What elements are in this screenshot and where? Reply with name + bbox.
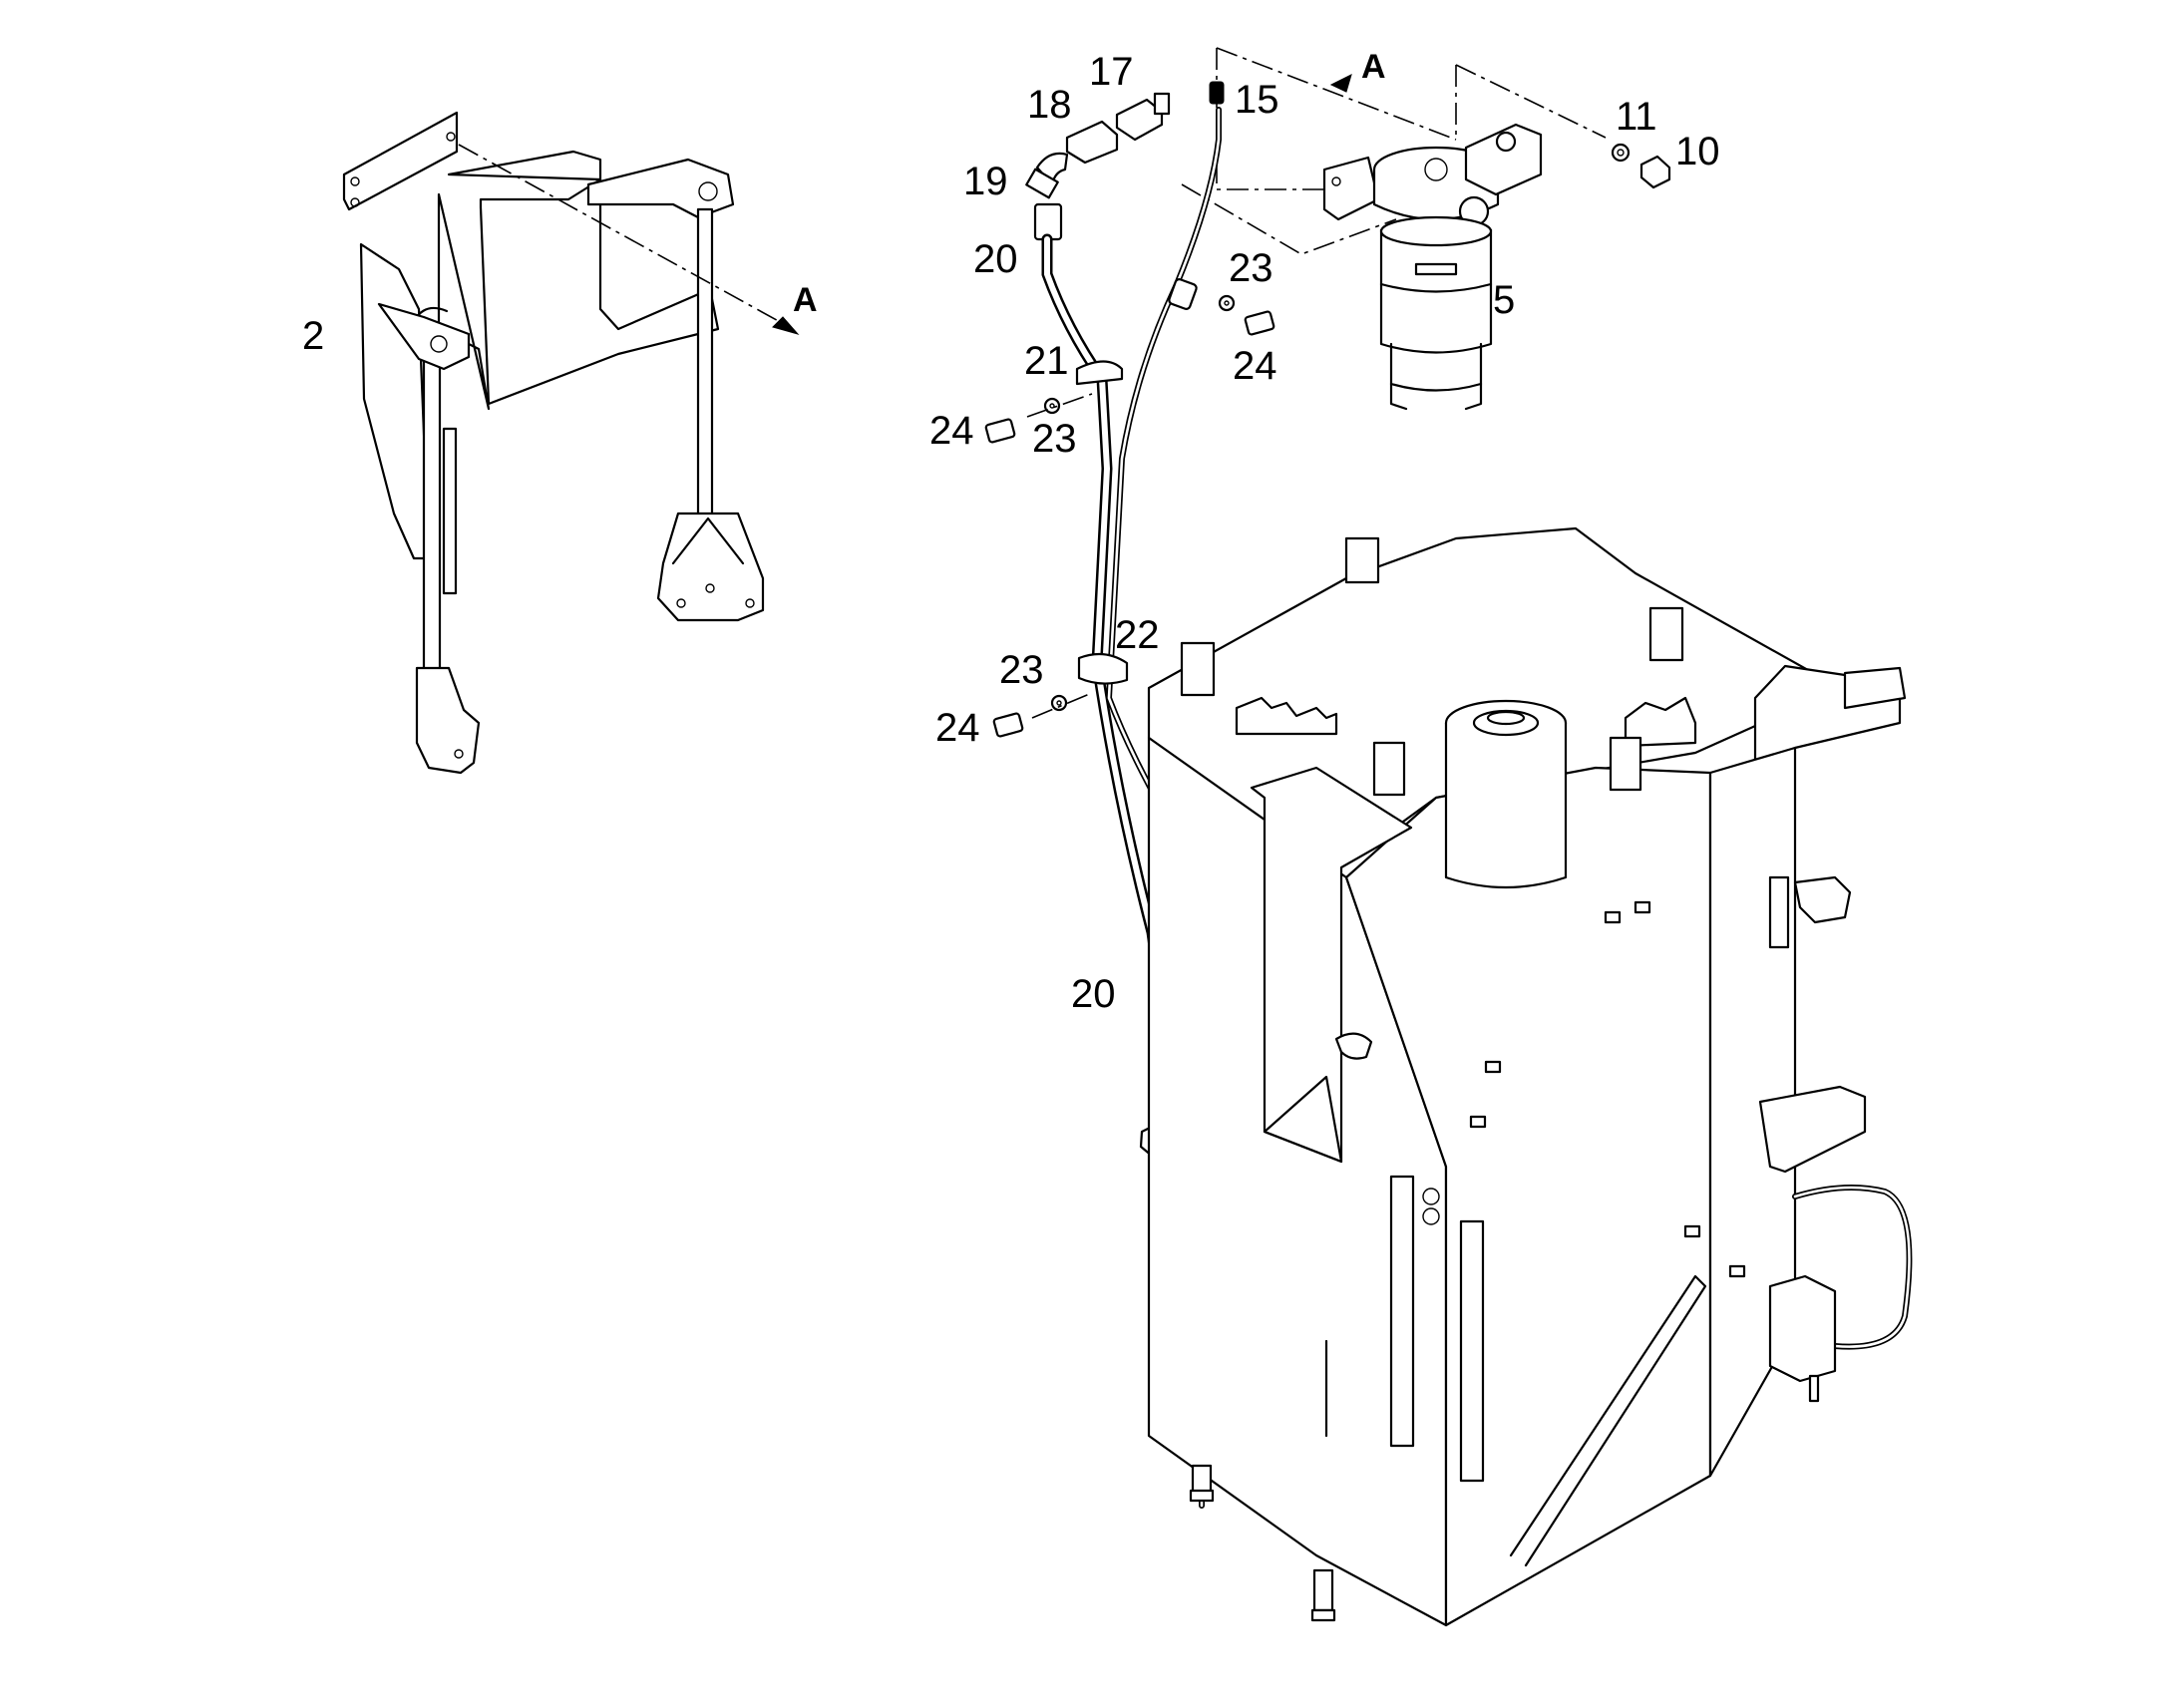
callout-23-mid: 23 xyxy=(1032,417,1077,461)
callout-24-top: 24 xyxy=(1233,344,1277,388)
callout-5: 5 xyxy=(1493,278,1515,322)
callout-18: 18 xyxy=(1027,83,1072,127)
hydraulic-tank xyxy=(1147,526,1913,1627)
view-marker-a-filter: A xyxy=(1361,48,1386,86)
callout-20-bottom: 20 xyxy=(1071,972,1116,1016)
clamps-and-screws xyxy=(984,294,1275,738)
callout-2: 2 xyxy=(302,314,324,358)
callout-23-top: 23 xyxy=(1229,246,1273,290)
callout-11: 11 xyxy=(1616,95,1657,139)
callout-19: 19 xyxy=(963,160,1008,203)
callout-21: 21 xyxy=(1024,339,1069,383)
callout-22: 22 xyxy=(1115,613,1160,657)
callout-24-mid: 24 xyxy=(929,409,974,453)
callout-20-top: 20 xyxy=(973,237,1018,281)
callout-17: 17 xyxy=(1089,50,1134,94)
hose-fittings-17-18-19 xyxy=(1025,92,1171,199)
callout-10: 10 xyxy=(1675,130,1720,173)
callout-23-low: 23 xyxy=(999,648,1044,692)
callout-24-low: 24 xyxy=(935,706,980,750)
filter-assembly-part-5 xyxy=(1181,47,1671,411)
mounting-bracket-part-2 xyxy=(342,111,800,775)
callout-labels: 2 5 10 11 15 17 18 19 20 20 21 22 23 23 … xyxy=(302,48,1720,1016)
view-marker-a-bracket: A xyxy=(793,281,818,319)
callout-15: 15 xyxy=(1235,78,1279,122)
